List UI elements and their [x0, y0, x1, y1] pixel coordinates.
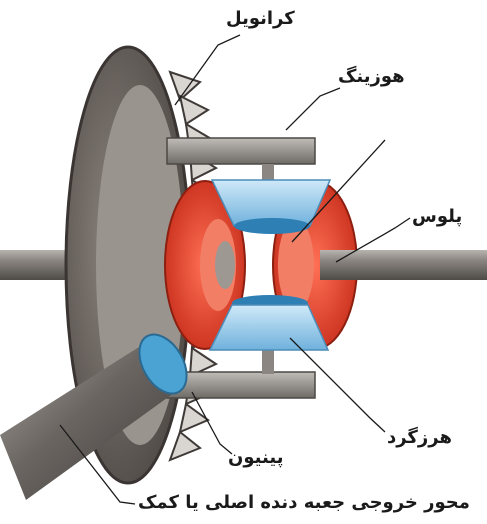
- label-pinion: پینیون: [228, 447, 283, 468]
- label-input-shaft: محور خروجی جعبه دنده اصلی یا کمک: [138, 492, 470, 513]
- right-axle: [320, 250, 487, 280]
- label-housing: هوزینگ: [338, 66, 405, 87]
- label-axle: پلوس: [412, 206, 462, 227]
- label-crown-wheel: کرانویل: [226, 8, 295, 29]
- label-spider-gear: هرزگرد: [387, 427, 452, 448]
